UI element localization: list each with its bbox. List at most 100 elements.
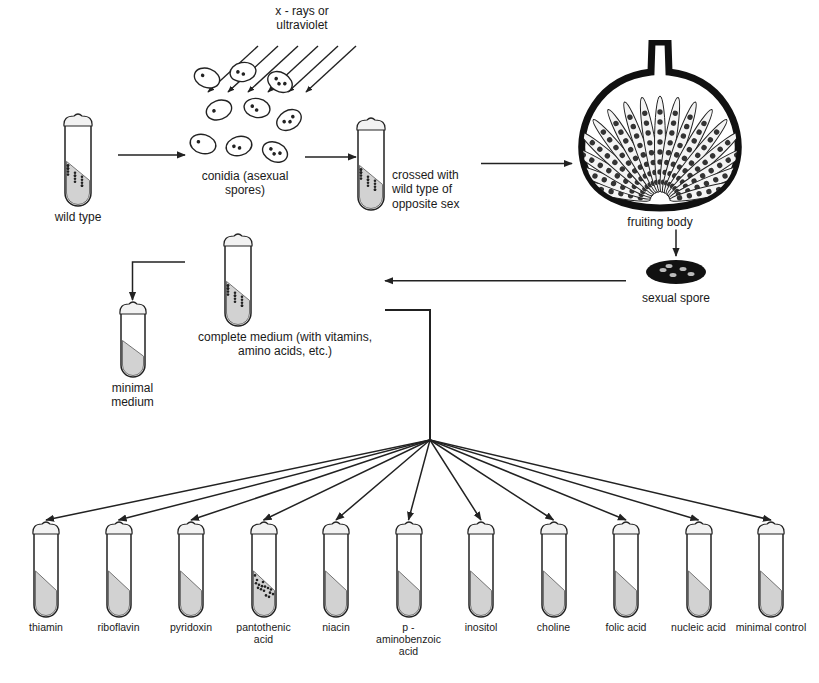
mold-growth — [374, 186, 377, 189]
illustration — [356, 116, 386, 211]
ascospore — [672, 110, 678, 116]
conidium — [204, 97, 235, 124]
mold-growth — [257, 583, 260, 586]
radiation-label: x - rays or ultraviolet — [262, 4, 342, 33]
nucleus — [232, 144, 236, 148]
ascospore — [589, 139, 597, 147]
agar-slant — [181, 571, 202, 616]
tube-wall — [179, 532, 203, 617]
node-label: minimal control — [736, 621, 807, 633]
mold-growth — [271, 593, 274, 596]
mold-growth — [367, 181, 370, 184]
ascospore — [687, 114, 694, 121]
mold-growth — [266, 587, 269, 590]
mold-growth — [227, 284, 230, 287]
mold-growth — [261, 581, 264, 584]
ascospore — [605, 167, 612, 174]
agar-slant — [227, 281, 250, 324]
tube-wall — [397, 532, 421, 617]
mold-growth — [360, 168, 363, 171]
illustration — [395, 520, 423, 618]
ascospore — [724, 156, 731, 163]
ascospore — [627, 146, 634, 153]
node-label: inositol — [465, 621, 498, 633]
mold-growth — [74, 177, 77, 180]
mold-growth — [81, 182, 84, 185]
connector-arrow — [46, 310, 430, 520]
spore-wall — [188, 131, 218, 156]
test-tube: p - aminobenzoic acid — [373, 520, 445, 657]
mold-growth — [234, 294, 237, 297]
ascospore — [633, 133, 640, 140]
agar-slant — [471, 571, 492, 616]
sexual-spore: sexual spore — [626, 256, 726, 305]
mold-growth — [360, 177, 363, 180]
mold-growth — [360, 171, 363, 174]
mold-growth — [241, 305, 244, 308]
mold-growth — [74, 174, 77, 177]
ascospore — [604, 152, 612, 160]
test-tube: minimal control — [735, 520, 807, 633]
mold-growth — [267, 596, 270, 599]
ascospore — [735, 182, 741, 188]
spore-marking — [688, 272, 695, 276]
conidia-cluster: conidia (asexual spores) — [185, 58, 305, 198]
ascus — [669, 175, 748, 206]
tube-wall — [34, 532, 58, 617]
node-label: p - aminobenzoic acid — [373, 621, 445, 657]
ascospore — [627, 114, 634, 121]
ascospore — [601, 176, 608, 183]
mold-growth — [367, 178, 370, 181]
connector-arrow — [481, 163, 572, 165]
mold-growth — [256, 587, 259, 590]
illustration — [641, 256, 711, 288]
nucleus — [237, 146, 241, 150]
nucleus — [290, 114, 295, 119]
tube-wall — [759, 532, 783, 617]
cotton-plug — [540, 522, 566, 534]
ascospore — [647, 140, 653, 146]
mold-growth — [374, 180, 377, 183]
mold-growth — [260, 585, 263, 588]
mold-growth — [67, 164, 70, 167]
illustration — [540, 520, 568, 618]
tube-wall — [469, 532, 493, 617]
ascospore — [597, 162, 604, 169]
mold-growth — [269, 588, 272, 591]
ascospore — [645, 130, 651, 136]
illustration — [177, 520, 205, 618]
tube-wall — [358, 128, 384, 210]
nucleus — [241, 72, 245, 76]
ascospore — [691, 137, 698, 144]
agar-slant — [360, 165, 383, 208]
node-label: minimal medium — [95, 381, 170, 410]
test-tube: nucleic acid — [663, 520, 735, 633]
mold-growth — [255, 579, 258, 582]
mold-growth — [81, 185, 84, 188]
ascospore — [622, 137, 629, 144]
mold-growth — [367, 175, 370, 178]
mold-growth — [241, 302, 244, 305]
test-tube: niacin — [300, 520, 372, 633]
illustration — [757, 520, 785, 618]
spore-wall — [224, 133, 254, 158]
mold-growth — [241, 296, 244, 299]
ascospore — [706, 188, 712, 194]
mold-growth — [227, 287, 230, 290]
ascospore — [745, 180, 748, 186]
ascospore — [707, 136, 715, 144]
agar-slant — [253, 571, 274, 616]
connector-arrow — [385, 310, 699, 520]
illustration — [685, 520, 713, 618]
ascospore — [648, 150, 654, 156]
ascospore — [643, 120, 649, 126]
perithecium-outline — [582, 42, 739, 208]
cotton-plug — [224, 234, 252, 246]
nucleus — [288, 119, 293, 124]
ascospore — [700, 120, 707, 127]
tube-wall — [225, 244, 251, 326]
conidium — [273, 105, 305, 134]
nucleus — [278, 151, 283, 156]
ascospore — [657, 139, 662, 144]
mold-growth — [234, 300, 237, 303]
